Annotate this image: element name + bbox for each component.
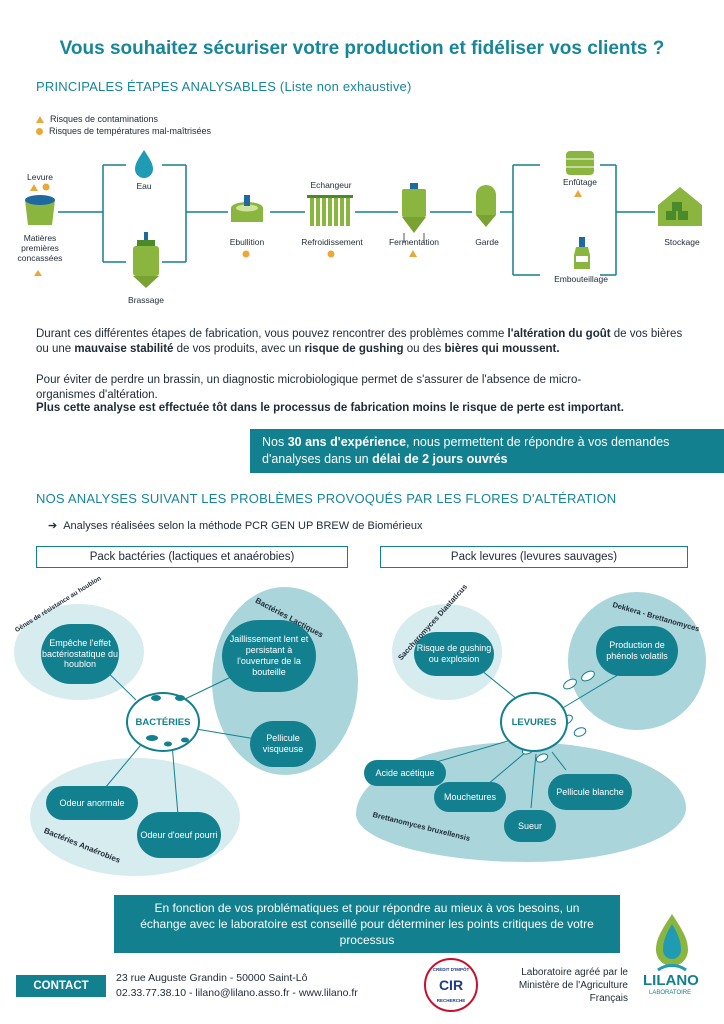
contact-label: CONTACT xyxy=(16,975,106,997)
label-brassage: Brassage xyxy=(128,295,164,305)
boil-kettle-icon xyxy=(231,195,263,222)
paragraph-early-analysis: Plus cette analyse est effectuée tôt dan… xyxy=(36,402,624,414)
arrow-right-icon: ➔ xyxy=(48,520,58,532)
pack-levures: Pack levures (levures sauvages) xyxy=(380,546,688,568)
section-heading-analyses: NOS ANALYSES SUIVANT LES PROBLÈMES PROVO… xyxy=(36,491,617,506)
method-text: Analyses réalisées selon la méthode PCR … xyxy=(63,519,423,532)
text-bold: mauvaise stabilité xyxy=(74,342,174,355)
label-levure: Levure xyxy=(27,172,53,182)
text-bold: l'altération du goût xyxy=(507,328,611,340)
dot-icon xyxy=(36,127,43,135)
water-drop-icon xyxy=(135,150,153,178)
contact-address: 23 rue Auguste Grandin - 50000 Saint-Lô xyxy=(116,972,308,984)
hub-label: LEVURES xyxy=(511,716,557,728)
lilano-logo-icon xyxy=(656,914,688,972)
hub-label: BACTÉRIES xyxy=(135,716,191,728)
label-embouteillage: Embouteillage xyxy=(554,274,608,284)
label-stockage: Stockage xyxy=(664,237,700,247)
experience-box: Nos 30 ans d'expérience, nous permettent… xyxy=(250,429,724,473)
label-ebullition: Ebullition xyxy=(229,237,265,247)
bubble-acide-acetique: Acide acétique xyxy=(364,760,446,786)
bubble-jaillissement: Jaillissement lent et persistant à l'ouv… xyxy=(222,620,316,692)
section-heading-steps: PRINCIPALES ÉTAPES ANALYSABLES (Liste no… xyxy=(36,79,412,94)
method-line: ➔ Analyses réalisées selon la méthode PC… xyxy=(48,519,423,533)
page-title: Vous souhaitez sécuriser votre productio… xyxy=(59,38,665,59)
bottle-icon xyxy=(574,237,590,269)
bacteria-icon xyxy=(146,695,189,747)
bubble-odeur-anormale: Odeur anormale xyxy=(46,786,138,820)
agreement-text: Laboratoire agréé par le Ministère de l'… xyxy=(518,967,628,1004)
hub-levures: LEVURES xyxy=(500,692,568,752)
bubble-phenols: Production de phénols volatils xyxy=(596,626,678,676)
text-bold: délai de 2 jours ouvrés xyxy=(372,451,508,466)
lilano-logo-subtext: LABORATOIRE xyxy=(649,990,692,996)
legend-label: Risques de températures mal-maîtrisées xyxy=(49,126,212,136)
text: , nous permettent de répondre à vos dema… xyxy=(262,435,670,466)
label-refroidissement: Refroidissement xyxy=(301,237,363,247)
cir-seal: CRÉDIT D'IMPÔT CIR RECHERCHE xyxy=(424,958,478,1012)
paragraph-problems: Durant ces différentes étapes de fabrica… xyxy=(36,327,688,357)
label-matieres: Matières premières concassées xyxy=(17,233,63,263)
paragraph-diagnostic: Pour éviter de perdre un brassin, un dia… xyxy=(36,374,582,401)
legend-item-contamination: Risques de contaminations xyxy=(36,114,211,124)
legend-label: Risques de contaminations xyxy=(50,114,159,124)
text: Durant ces différentes étapes de fabrica… xyxy=(36,328,508,340)
grain-bin-icon xyxy=(25,195,55,225)
bubble-sueur: Sueur xyxy=(504,810,556,842)
text-bold: risque de gushing xyxy=(304,342,404,355)
bubble-pellicule-blanche: Pellicule blanche xyxy=(548,774,632,810)
triangle-icon xyxy=(36,115,44,123)
bubble-mouchetures: Mouchetures xyxy=(434,782,506,812)
lilano-logo-text: LILANO xyxy=(643,972,699,989)
advice-box: En fonction de vos problématiques et pou… xyxy=(114,895,620,953)
contact-details: 02.33.77.38.10 - lilano@lilano.asso.fr -… xyxy=(116,987,358,999)
fermenter-icon xyxy=(402,183,426,243)
text: Nos xyxy=(262,435,288,449)
warehouse-icon xyxy=(658,187,702,226)
bubble-houblon: Empêche l'effet bactériostatique du houb… xyxy=(41,624,119,684)
bubble-pellicule-visqueuse: Pellicule visqueuse xyxy=(250,721,316,767)
process-lines xyxy=(58,164,655,276)
process-diagram xyxy=(25,150,702,288)
bubble-gushing: Risque de gushing ou explosion xyxy=(414,632,494,676)
section-heading-note: (Liste non exhaustive) xyxy=(279,79,412,94)
label-eau: Eau xyxy=(136,181,152,191)
label-garde: Garde xyxy=(475,237,499,247)
legend-item-temperature: Risques de températures mal-maîtrisées xyxy=(36,126,211,136)
text: de vos bières ou une xyxy=(36,328,683,355)
keg-icon xyxy=(566,151,594,175)
text: ou des xyxy=(403,342,445,355)
text: de vos produits, avec un xyxy=(173,342,305,355)
label-enfutage: Enfûtage xyxy=(562,177,598,187)
hub-bacteries: BACTÉRIES xyxy=(126,692,200,752)
legend: Risques de contaminations Risques de tem… xyxy=(36,114,211,136)
heat-exchanger-icon xyxy=(307,195,353,226)
mash-tank-icon xyxy=(133,232,159,288)
text-bold: 30 ans d'expérience xyxy=(287,435,407,449)
text-bold: bières qui moussent. xyxy=(444,342,560,355)
cir-seal-top: CRÉDIT D'IMPÔT xyxy=(432,967,470,972)
conditioning-tank-icon xyxy=(476,185,496,227)
cir-seal-mid: CIR xyxy=(438,977,464,993)
cir-seal-bot: RECHERCHE xyxy=(436,998,466,1003)
label-echangeur: Echangeur xyxy=(310,180,352,190)
pack-bacteries: Pack bactéries (lactiques et anaérobies) xyxy=(36,546,348,568)
bubble-odeur-oeuf: Odeur d'oeuf pourri xyxy=(137,812,221,858)
label-fermentation: Fermentation xyxy=(388,237,440,247)
section-heading-text: PRINCIPALES ÉTAPES ANALYSABLES xyxy=(36,79,277,94)
